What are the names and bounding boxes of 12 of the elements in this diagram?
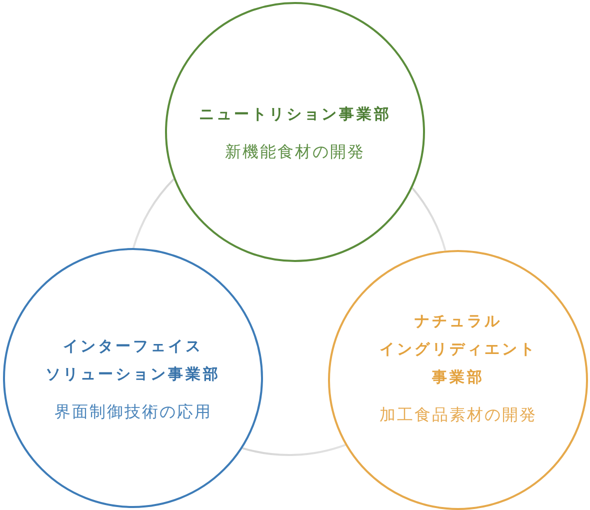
division-description: 界面制御技術の応用 <box>54 401 212 423</box>
division-description: 新機能食材の開発 <box>225 141 365 163</box>
division-name: インターフェイスソリューション事業部 <box>46 336 220 385</box>
connecting-arc <box>132 178 175 248</box>
connecting-arc <box>242 444 346 456</box>
connecting-arc <box>412 187 446 251</box>
division-name: ナチュラルイングリディエント事業部 <box>379 311 537 388</box>
division-circle <box>165 2 425 262</box>
division-circle <box>3 248 263 508</box>
division-name: ニュートリション事業部 <box>198 104 392 125</box>
division-description: 加工食品素材の開発 <box>379 404 537 426</box>
division-circle <box>328 250 588 510</box>
